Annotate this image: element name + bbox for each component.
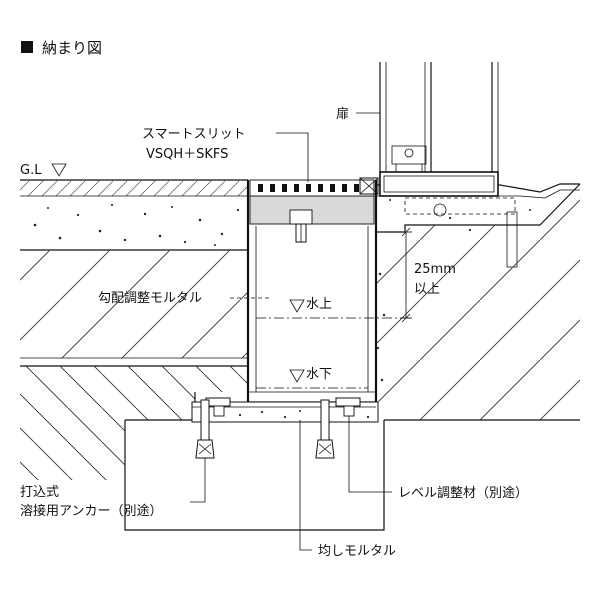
door-frame	[379, 62, 499, 172]
slope-mortar-label: 勾配調整モルタル	[98, 291, 202, 306]
leveling-mortar-leader	[299, 420, 312, 551]
dimension-25mm	[400, 227, 412, 323]
water-bottom-label: 水下	[306, 367, 332, 382]
slit-leader	[276, 132, 309, 182]
level-material-leader	[348, 416, 392, 493]
anchor-label-line2: 溶接用アンカー（別途）	[20, 503, 162, 519]
level-material-label: レベル調整材（別途）	[398, 485, 528, 501]
title-square-icon	[21, 41, 33, 53]
page-title: 納まり図	[42, 39, 102, 57]
anchor-left	[195, 399, 215, 459]
gl-triangle-icon	[51, 163, 67, 177]
leveling-mortar-label: 均しモルタル	[318, 544, 396, 559]
dim-value-label: 25mm	[414, 262, 456, 277]
level-shim-right	[343, 405, 355, 417]
anchor-right	[315, 399, 335, 459]
slit-label-line1: スマートスリット	[142, 127, 246, 142]
water-bottom-triangle-icon	[289, 369, 305, 383]
smart-slit-grate	[249, 171, 516, 243]
dim-or-more-label: 以上	[414, 282, 440, 297]
anchor-leader	[190, 458, 206, 503]
anchor-label-line1: 打込式	[20, 485, 59, 500]
slit-label-line2: VSQH＋SKFS	[146, 147, 228, 162]
backfill-left	[20, 250, 248, 480]
gl-label: G.L	[20, 163, 42, 178]
level-shim-left	[213, 405, 225, 417]
water-top-triangle-icon	[289, 299, 305, 313]
ground-right	[124, 184, 580, 531]
door-label: 扉	[336, 106, 349, 122]
concrete-slab-left	[33, 204, 240, 246]
ground-surface	[20, 179, 248, 251]
water-top-label: 水上	[306, 297, 332, 312]
